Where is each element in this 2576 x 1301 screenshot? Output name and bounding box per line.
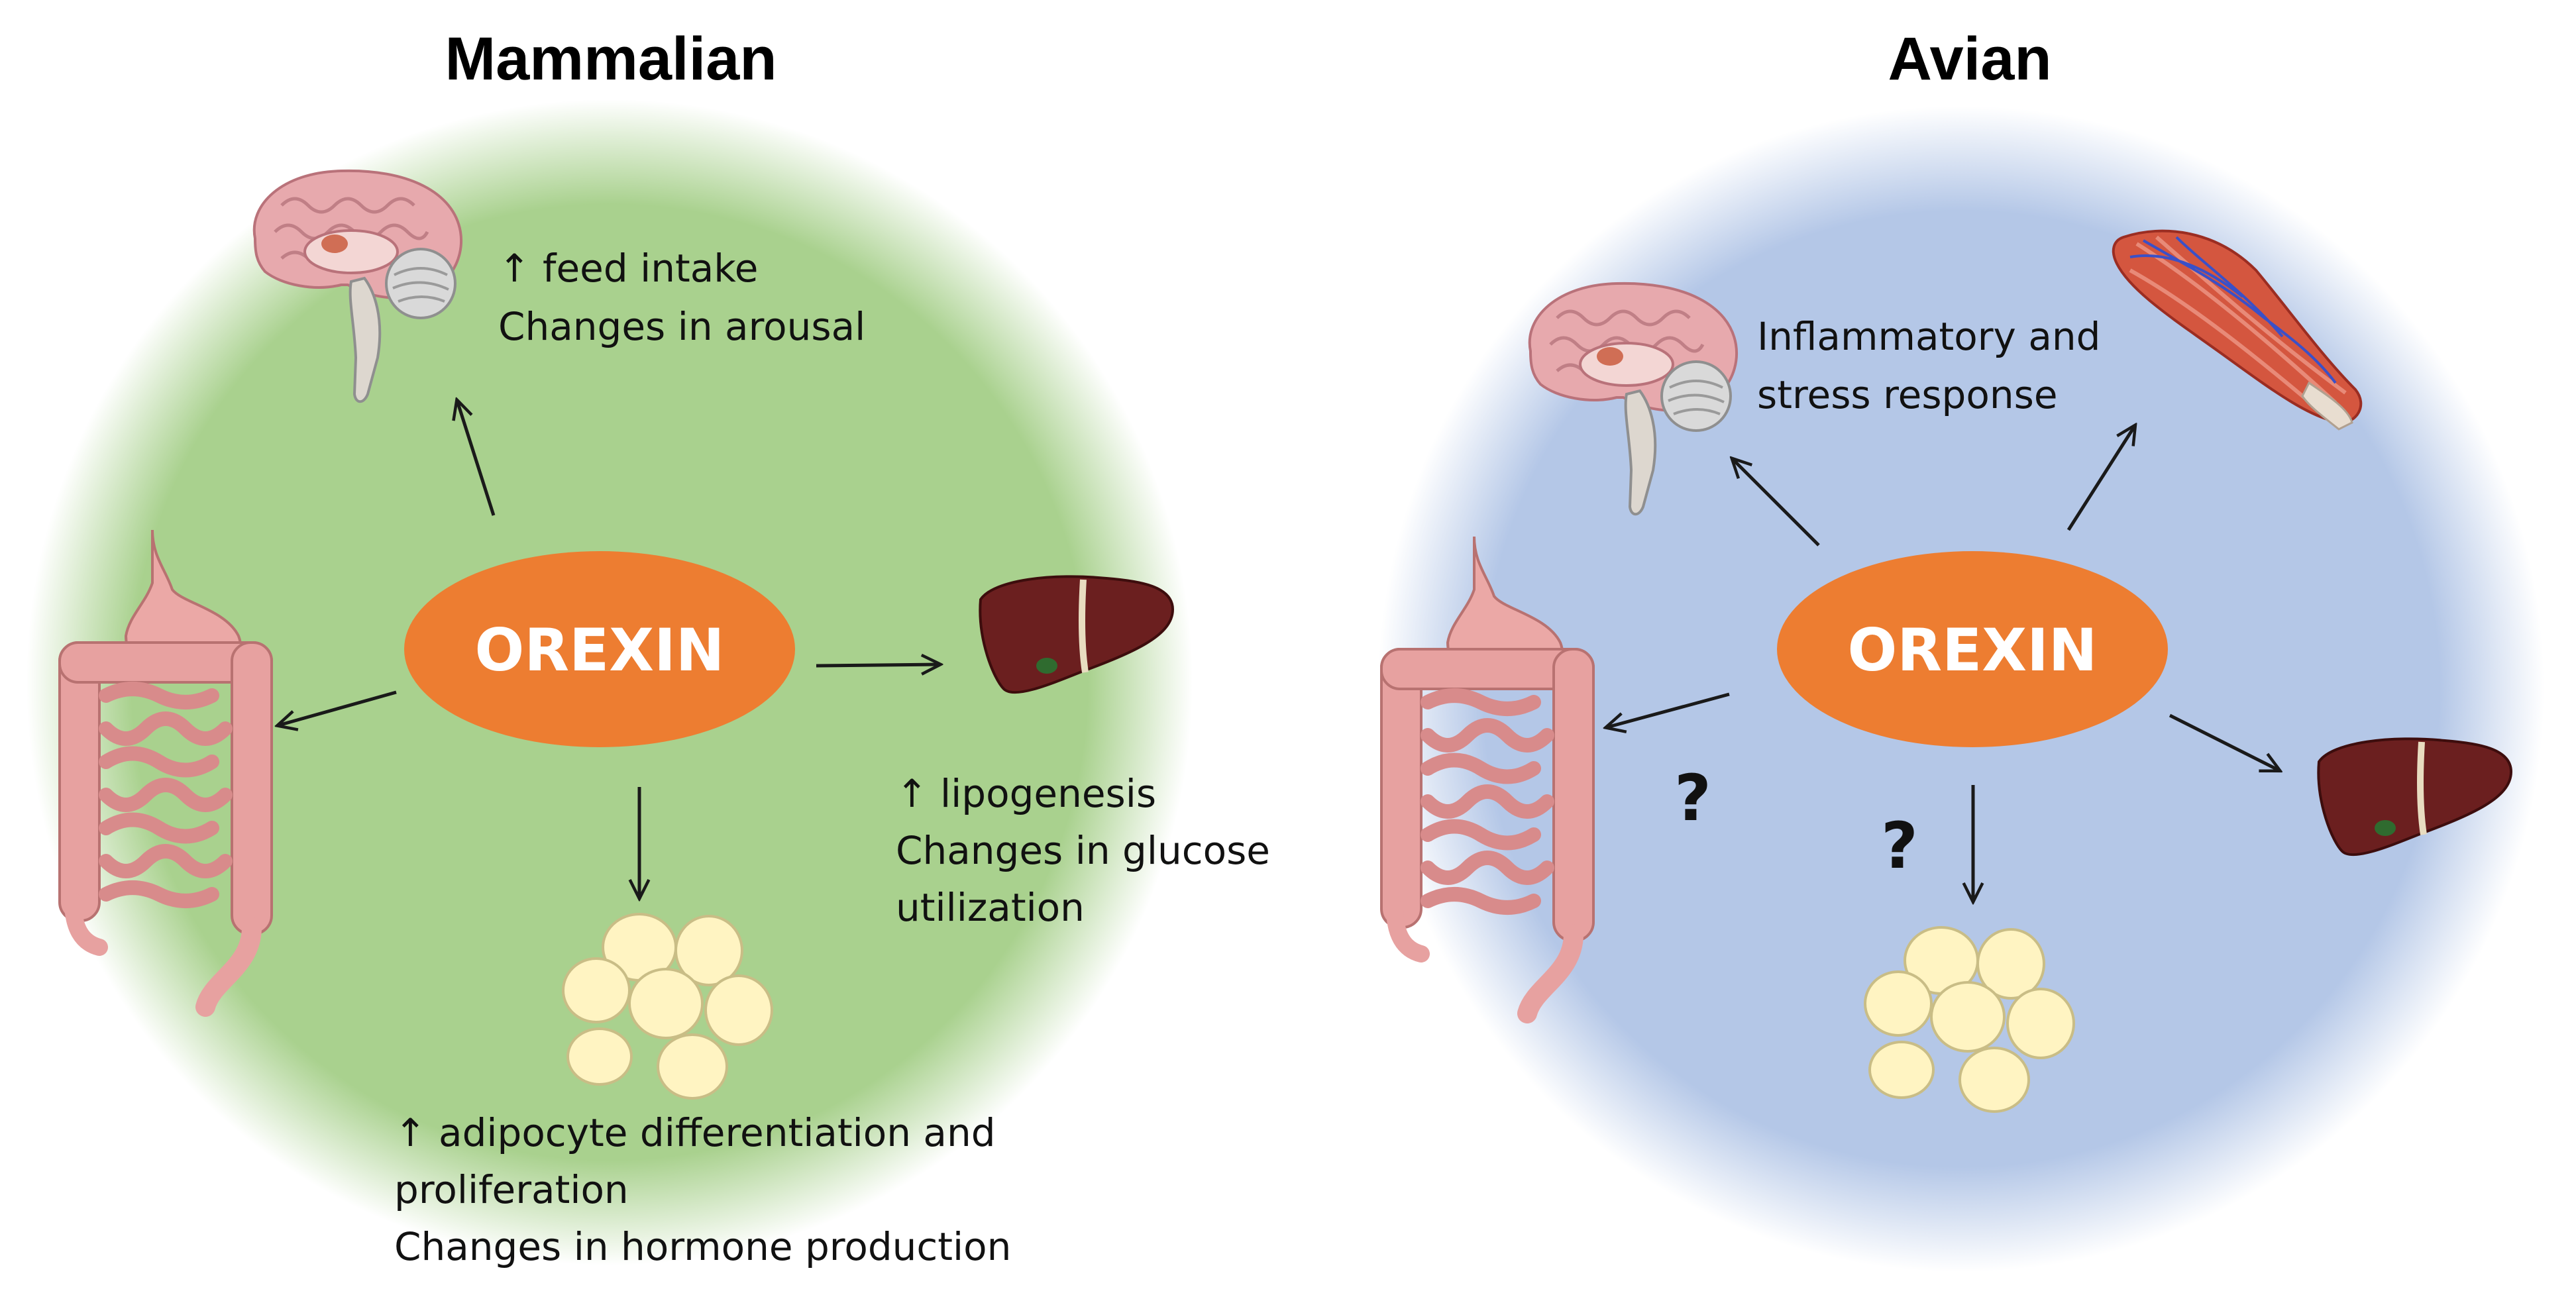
arrow-to-gut (278, 690, 397, 725)
avian-adipose-question-mark: ? (1881, 809, 1918, 883)
avian-arrow-to-liver (2169, 713, 2279, 770)
mammalian-liver-text: ↑ lipogenesis Changes in glucose utiliza… (896, 771, 1282, 930)
avian-gut-question-mark: ? (1674, 761, 1711, 835)
avian-orexin-label: OREXIN (1848, 616, 2098, 684)
mammalian-adipose-text: ↑ adipocyte differentiation and prolifer… (394, 1110, 1011, 1269)
avian-brain-muscle-text: Inflammatory and stress response (1757, 314, 2113, 417)
arrow-to-liver (816, 664, 939, 666)
mammalian-orexin-label: OREXIN (475, 616, 725, 684)
arrow-to-brain (457, 401, 496, 516)
avian-orexin-hub (1777, 551, 2168, 747)
mammalian-brain-text: ↑ feed intake Changes in arousal (498, 246, 865, 349)
mammalian-orexin-hub (404, 551, 795, 747)
mammalian-title: Mammalian (445, 25, 777, 93)
avian-arrow-to-gut (1607, 692, 1730, 727)
avian-arrow-to-muscle (2066, 426, 2135, 531)
avian-title: Avian (1888, 25, 2051, 93)
avian-arrow-to-brain (1733, 459, 1820, 546)
